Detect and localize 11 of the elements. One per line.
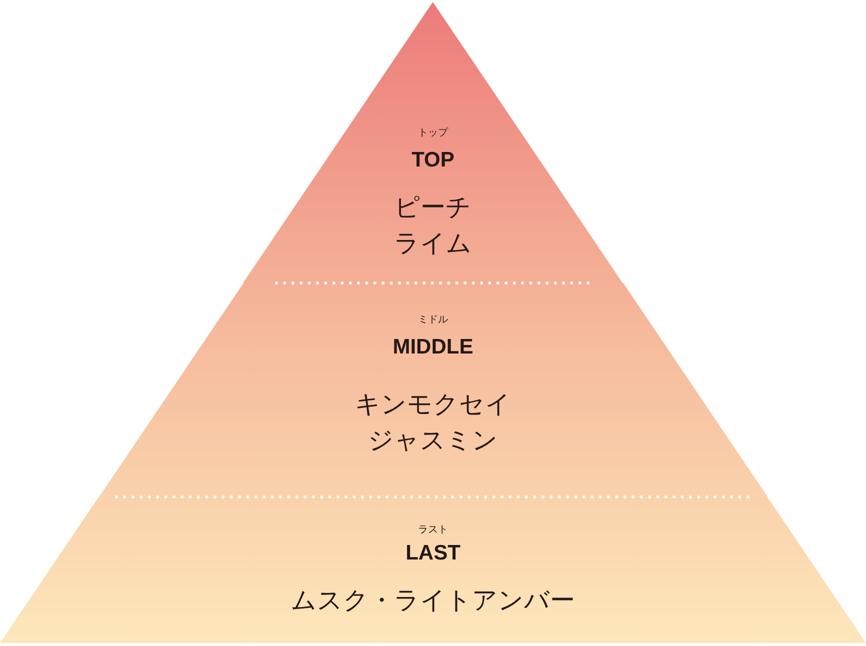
tier-item: キンモクセイ: [354, 390, 512, 418]
tier-heading: MIDDLE: [392, 335, 474, 359]
reading-annotation: ラスト: [417, 524, 449, 536]
reading-annotation: ミドル: [416, 314, 449, 326]
reading-annotation: トップ: [416, 128, 450, 138]
tier-item: ピーチ: [393, 193, 472, 221]
tier-heading: LAST: [404, 541, 462, 565]
tier-heading: TOP: [410, 148, 456, 172]
tier-item: ライム: [392, 229, 473, 257]
tier-item: ムスク・ライトアンバー: [290, 586, 576, 614]
tier-item: ジャスミン: [366, 426, 499, 454]
